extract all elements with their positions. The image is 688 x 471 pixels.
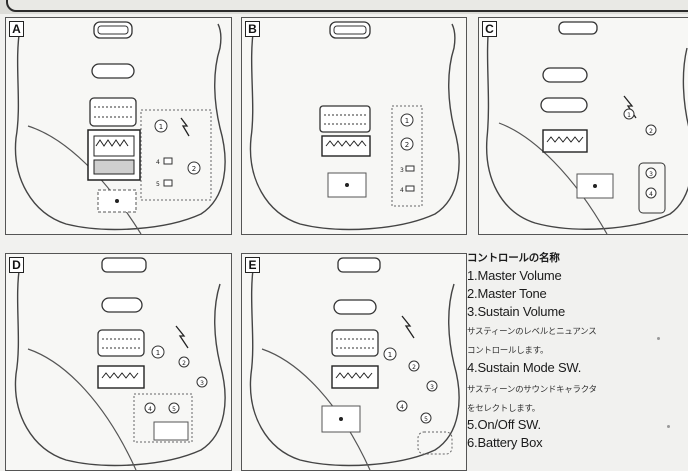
diagram-letter-e: E	[245, 257, 260, 273]
svg-text:4: 4	[148, 406, 152, 413]
diagram-panel-d: 1 2 3 4 5 D	[5, 253, 232, 471]
svg-text:3: 3	[649, 171, 653, 178]
svg-text:4: 4	[649, 191, 653, 198]
guitar-body-diagram-d: 1 2 3 4 5	[14, 257, 226, 470]
guitar-body-diagram-e: 1 2 3 4 5	[249, 257, 460, 470]
svg-text:5: 5	[424, 416, 428, 423]
diagram-panel-e: 1 2 3 4 5 E	[241, 253, 467, 471]
svg-text:5: 5	[156, 181, 160, 188]
top-banner-frame	[6, 0, 688, 12]
guitar-body-diagram-a: 1 2 4 5	[14, 21, 226, 234]
svg-text:1: 1	[405, 117, 409, 125]
legend-note-sustain-volume-cont: コントロールします。	[467, 346, 549, 356]
svg-text:3: 3	[430, 384, 434, 391]
legend-item-battery-box: 6.Battery Box	[467, 435, 543, 450]
svg-text:5: 5	[172, 406, 176, 413]
svg-text:4: 4	[400, 187, 404, 194]
diagram-letter-d: D	[9, 257, 24, 273]
svg-text:4: 4	[156, 159, 160, 166]
guitar-body-diagram-c: 1 2 3 4	[485, 21, 688, 234]
svg-text:1: 1	[159, 123, 163, 131]
svg-text:2: 2	[649, 128, 653, 135]
legend-item-sustain-volume: 3.Sustain Volume	[467, 304, 565, 319]
svg-text:4: 4	[400, 404, 404, 411]
svg-text:1: 1	[388, 351, 392, 359]
legend-item-master-tone: 2.Master Tone	[467, 286, 547, 301]
guitar-body-diagram-b: 1 2 3 4	[249, 21, 460, 231]
speck	[667, 425, 670, 428]
legend-note-sustain-mode-cont: をセレクトします。	[467, 404, 540, 414]
diagram-letter-b: B	[245, 21, 260, 37]
speck	[657, 337, 660, 340]
svg-text:3: 3	[200, 380, 204, 387]
legend-title: コントロールの名称	[467, 252, 560, 264]
legend-note-sustain-mode: サスティーンのサウンドキャラクタ	[467, 385, 597, 395]
diagram-panel-a: 1 2 4 5 A	[5, 17, 232, 235]
svg-text:1: 1	[627, 112, 631, 119]
diagram-letter-a: A	[9, 21, 24, 37]
control-names-legend: コントロールの名称 1.Master Volume 2.Master Tone …	[467, 247, 688, 467]
legend-item-sustain-mode-sw: 4.Sustain Mode SW.	[467, 360, 582, 375]
legend-item-master-volume: 1.Master Volume	[467, 268, 562, 283]
svg-text:3: 3	[400, 167, 404, 174]
svg-text:1: 1	[156, 349, 160, 357]
legend-item-on-off-sw: 5.On/Off SW.	[467, 417, 541, 432]
diagram-panel-c: 1 2 3 4 C	[478, 17, 688, 235]
legend-note-sustain-volume: サスティーンのレベルとニュアンス	[467, 327, 597, 337]
diagram-panel-b: 1 2 3 4 B	[241, 17, 467, 235]
top-banner	[0, 0, 688, 14]
svg-text:2: 2	[182, 360, 186, 367]
diagram-letter-c: C	[482, 21, 497, 37]
svg-text:2: 2	[412, 364, 416, 371]
svg-text:2: 2	[405, 141, 409, 149]
svg-text:2: 2	[192, 165, 196, 173]
